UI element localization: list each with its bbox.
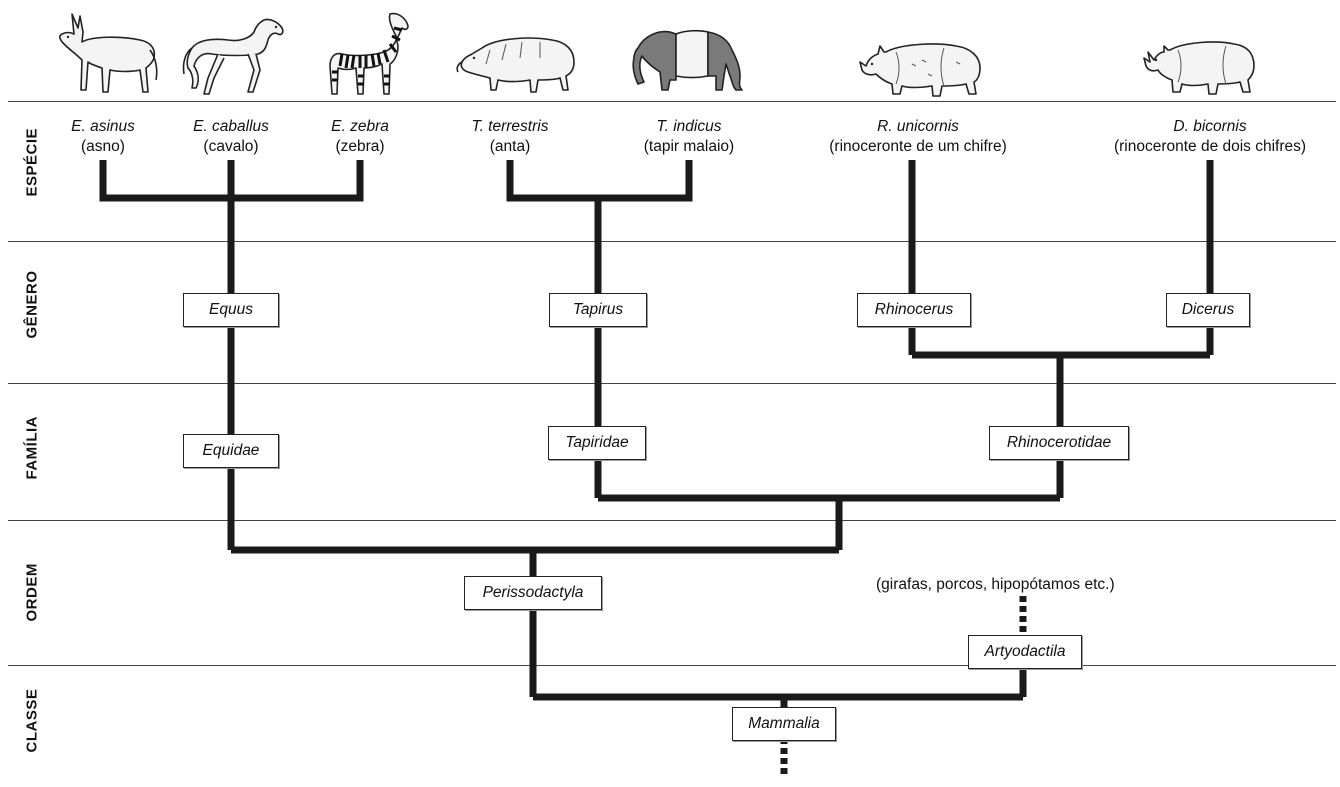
species-common-name: (anta)	[489, 138, 531, 155]
species-scientific-name: R. unicornis	[877, 118, 959, 135]
separator-genero-familia	[8, 383, 1336, 384]
family-box-tapiridae: Tapiridae	[548, 426, 646, 460]
separator-ordem-classe	[8, 665, 1336, 666]
species-common-name: (asno)	[81, 138, 125, 155]
one-horned-rhino-icon	[859, 43, 981, 97]
genus-box-rhinocerus: Rhinocerus	[857, 293, 971, 327]
separator-familia-ordem	[8, 520, 1336, 521]
two-horned-rhino-icon	[1143, 41, 1255, 95]
zebra-icon	[329, 12, 409, 95]
branch-tapirus-species	[506, 160, 693, 202]
species-common-name: (zebra)	[335, 138, 385, 155]
donkey-icon	[59, 13, 158, 93]
family-box-equidae: Equidae	[183, 434, 279, 468]
artyodactila-examples-note: (girafas, porcos, hipopótamos etc.)	[876, 576, 1115, 593]
species-r-unicornis: R. unicornis (rinoceronte de um chifre)	[829, 117, 1006, 157]
species-d-bicornis: D. bicornis (rinoceronte de dois chifres…	[1114, 117, 1306, 157]
genus-box-dicerus: Dicerus	[1166, 293, 1250, 327]
species-scientific-name: T. indicus	[656, 118, 722, 135]
tapir-icon	[456, 37, 575, 93]
species-scientific-name: E. zebra	[331, 118, 389, 135]
order-box-perissodactyla: Perissodactyla	[464, 576, 602, 610]
species-e-zebra: E. zebra (zebra)	[331, 117, 389, 157]
species-scientific-name: E. asinus	[71, 118, 135, 135]
species-scientific-name: E. caballus	[193, 118, 269, 135]
species-common-name: (cavalo)	[203, 138, 259, 155]
species-e-asinus: E. asinus (asno)	[71, 117, 135, 157]
order-box-artyodactila: Artyodactila	[968, 635, 1082, 669]
species-scientific-name: T. terrestris	[471, 118, 549, 135]
genus-box-equus: Equus	[183, 293, 279, 327]
species-t-terrestris: T. terrestris (anta)	[472, 117, 549, 157]
genus-box-tapirus: Tapirus	[549, 293, 647, 327]
malayan-tapir-icon	[632, 29, 743, 91]
species-e-caballus: E. caballus (cavalo)	[193, 117, 269, 157]
horse-icon	[182, 18, 284, 95]
separator-top	[8, 101, 1336, 102]
class-box-mammalia: Mammalia	[732, 707, 836, 741]
family-box-rhinocerotidae: Rhinocerotidae	[989, 426, 1129, 460]
species-t-indicus: T. indicus (tapir malaio)	[644, 117, 734, 157]
species-scientific-name: D. bicornis	[1173, 118, 1247, 135]
species-common-name: (rinoceronte de dois chifres)	[1113, 138, 1307, 155]
separator-especie-genero	[8, 241, 1336, 242]
species-common-name: (rinoceronte de um chifre)	[829, 138, 1007, 155]
branch-equus-species	[99, 160, 364, 202]
species-common-name: (tapir malaio)	[643, 138, 735, 155]
